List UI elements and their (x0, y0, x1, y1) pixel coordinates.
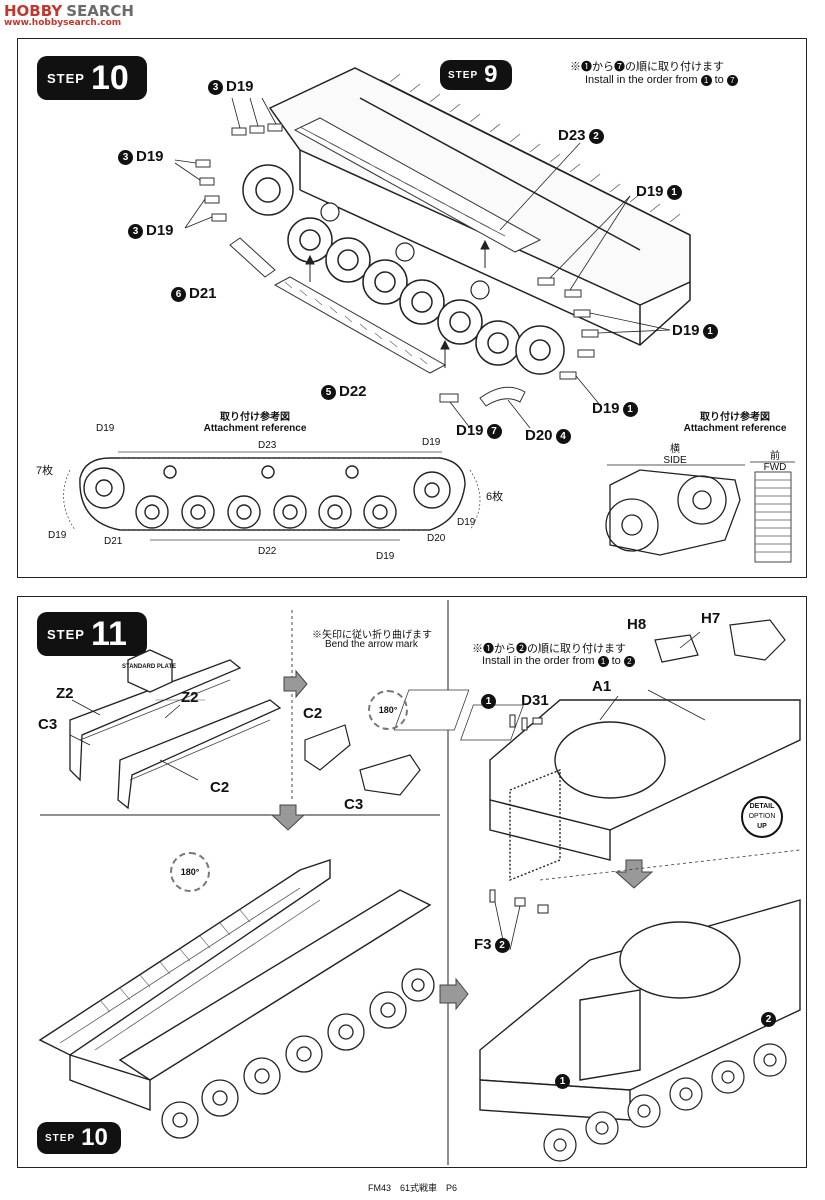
right-count: 6枚 (486, 491, 504, 503)
arrow-marker-1: 1 (552, 1072, 573, 1089)
page-footer: FM43 61式戦車 P6 (367, 1183, 458, 1193)
diag-d19-top-left: D19 (96, 423, 115, 434)
label-d31: 1 D31 (478, 692, 549, 709)
diag-d20: D20 (427, 533, 446, 544)
step10-order-note-en: Install in the order from 1 to 7 (585, 74, 738, 86)
label-c3-right: C3 (344, 796, 364, 813)
label-c2-right: C2 (303, 705, 323, 722)
rotate-180-bottom: 180° (170, 852, 210, 892)
step10-panel (17, 38, 807, 578)
rotate-180-top: 180° (368, 690, 408, 730)
diag-d19-bottom: D19 (376, 551, 395, 562)
diag-d23: D23 (258, 440, 277, 451)
side-label: 横 SIDE (663, 444, 687, 466)
arrow-marker-2: 2 (758, 1010, 779, 1027)
bend-note-jp: ※矢印に従い折り曲げます (312, 630, 432, 641)
diag-d22: D22 (258, 546, 277, 557)
step9-reference-badge: STEP 9 (440, 60, 512, 90)
step10-badge: STEP 10 (37, 56, 147, 100)
diag-d19-left: D19 (48, 530, 67, 541)
label-h8: H8 (627, 616, 647, 633)
diag-d19-right: D19 (457, 517, 476, 528)
step11-panel (17, 596, 807, 1168)
install-note-jp: ※❶から❷の順に取り付けます (472, 643, 626, 655)
step10-reference-badge: STEP 10 (37, 1122, 121, 1154)
logo-url: www.hobbysearch.com (4, 18, 122, 28)
left-count: 7枚 (36, 465, 54, 477)
step11-badge: STEP 11 (37, 612, 147, 656)
label-c3-left: C3 (38, 716, 58, 733)
step9-badge-word: STEP (448, 69, 479, 81)
label-z2-right: Z2 (181, 689, 199, 706)
step10-badge-num: 10 (90, 59, 129, 97)
diag-d19-top-right: D19 (422, 437, 441, 448)
step9-badge-num: 9 (484, 61, 498, 88)
label-h7: H7 (701, 610, 721, 627)
step11-badge-num: 11 (90, 615, 127, 653)
detail-option-up-badge: DETAIL OPTION UP (741, 796, 783, 838)
label-z2-left: Z2 (56, 685, 74, 702)
label-c2-left: C2 (210, 779, 230, 796)
diag-d21: D21 (104, 536, 123, 547)
step10-order-note-jp: ※❶から❼の順に取り付けます (570, 61, 724, 73)
standard-plate-text: STANDARD PLATE (122, 664, 177, 670)
step10-ref-word: STEP (45, 1132, 76, 1144)
logo-search: SEARCH (66, 2, 134, 20)
attachment-reference-right: 取り付け参考図 Attachment reference (683, 412, 787, 434)
bend-note-en: Bend the arrow mark (325, 639, 418, 650)
label-a1: A1 (592, 678, 612, 695)
step10-ref-num: 10 (81, 1124, 108, 1151)
step10-badge-word: STEP (47, 70, 85, 86)
fwd-label: 前 FWD (763, 451, 787, 473)
attachment-reference-left: 取り付け参考図 Attachment reference (203, 412, 307, 434)
step11-badge-word: STEP (47, 626, 85, 642)
logo-brand: HOBBY (4, 2, 63, 20)
install-note-en: Install in the order from 1 to 2 (482, 655, 635, 667)
